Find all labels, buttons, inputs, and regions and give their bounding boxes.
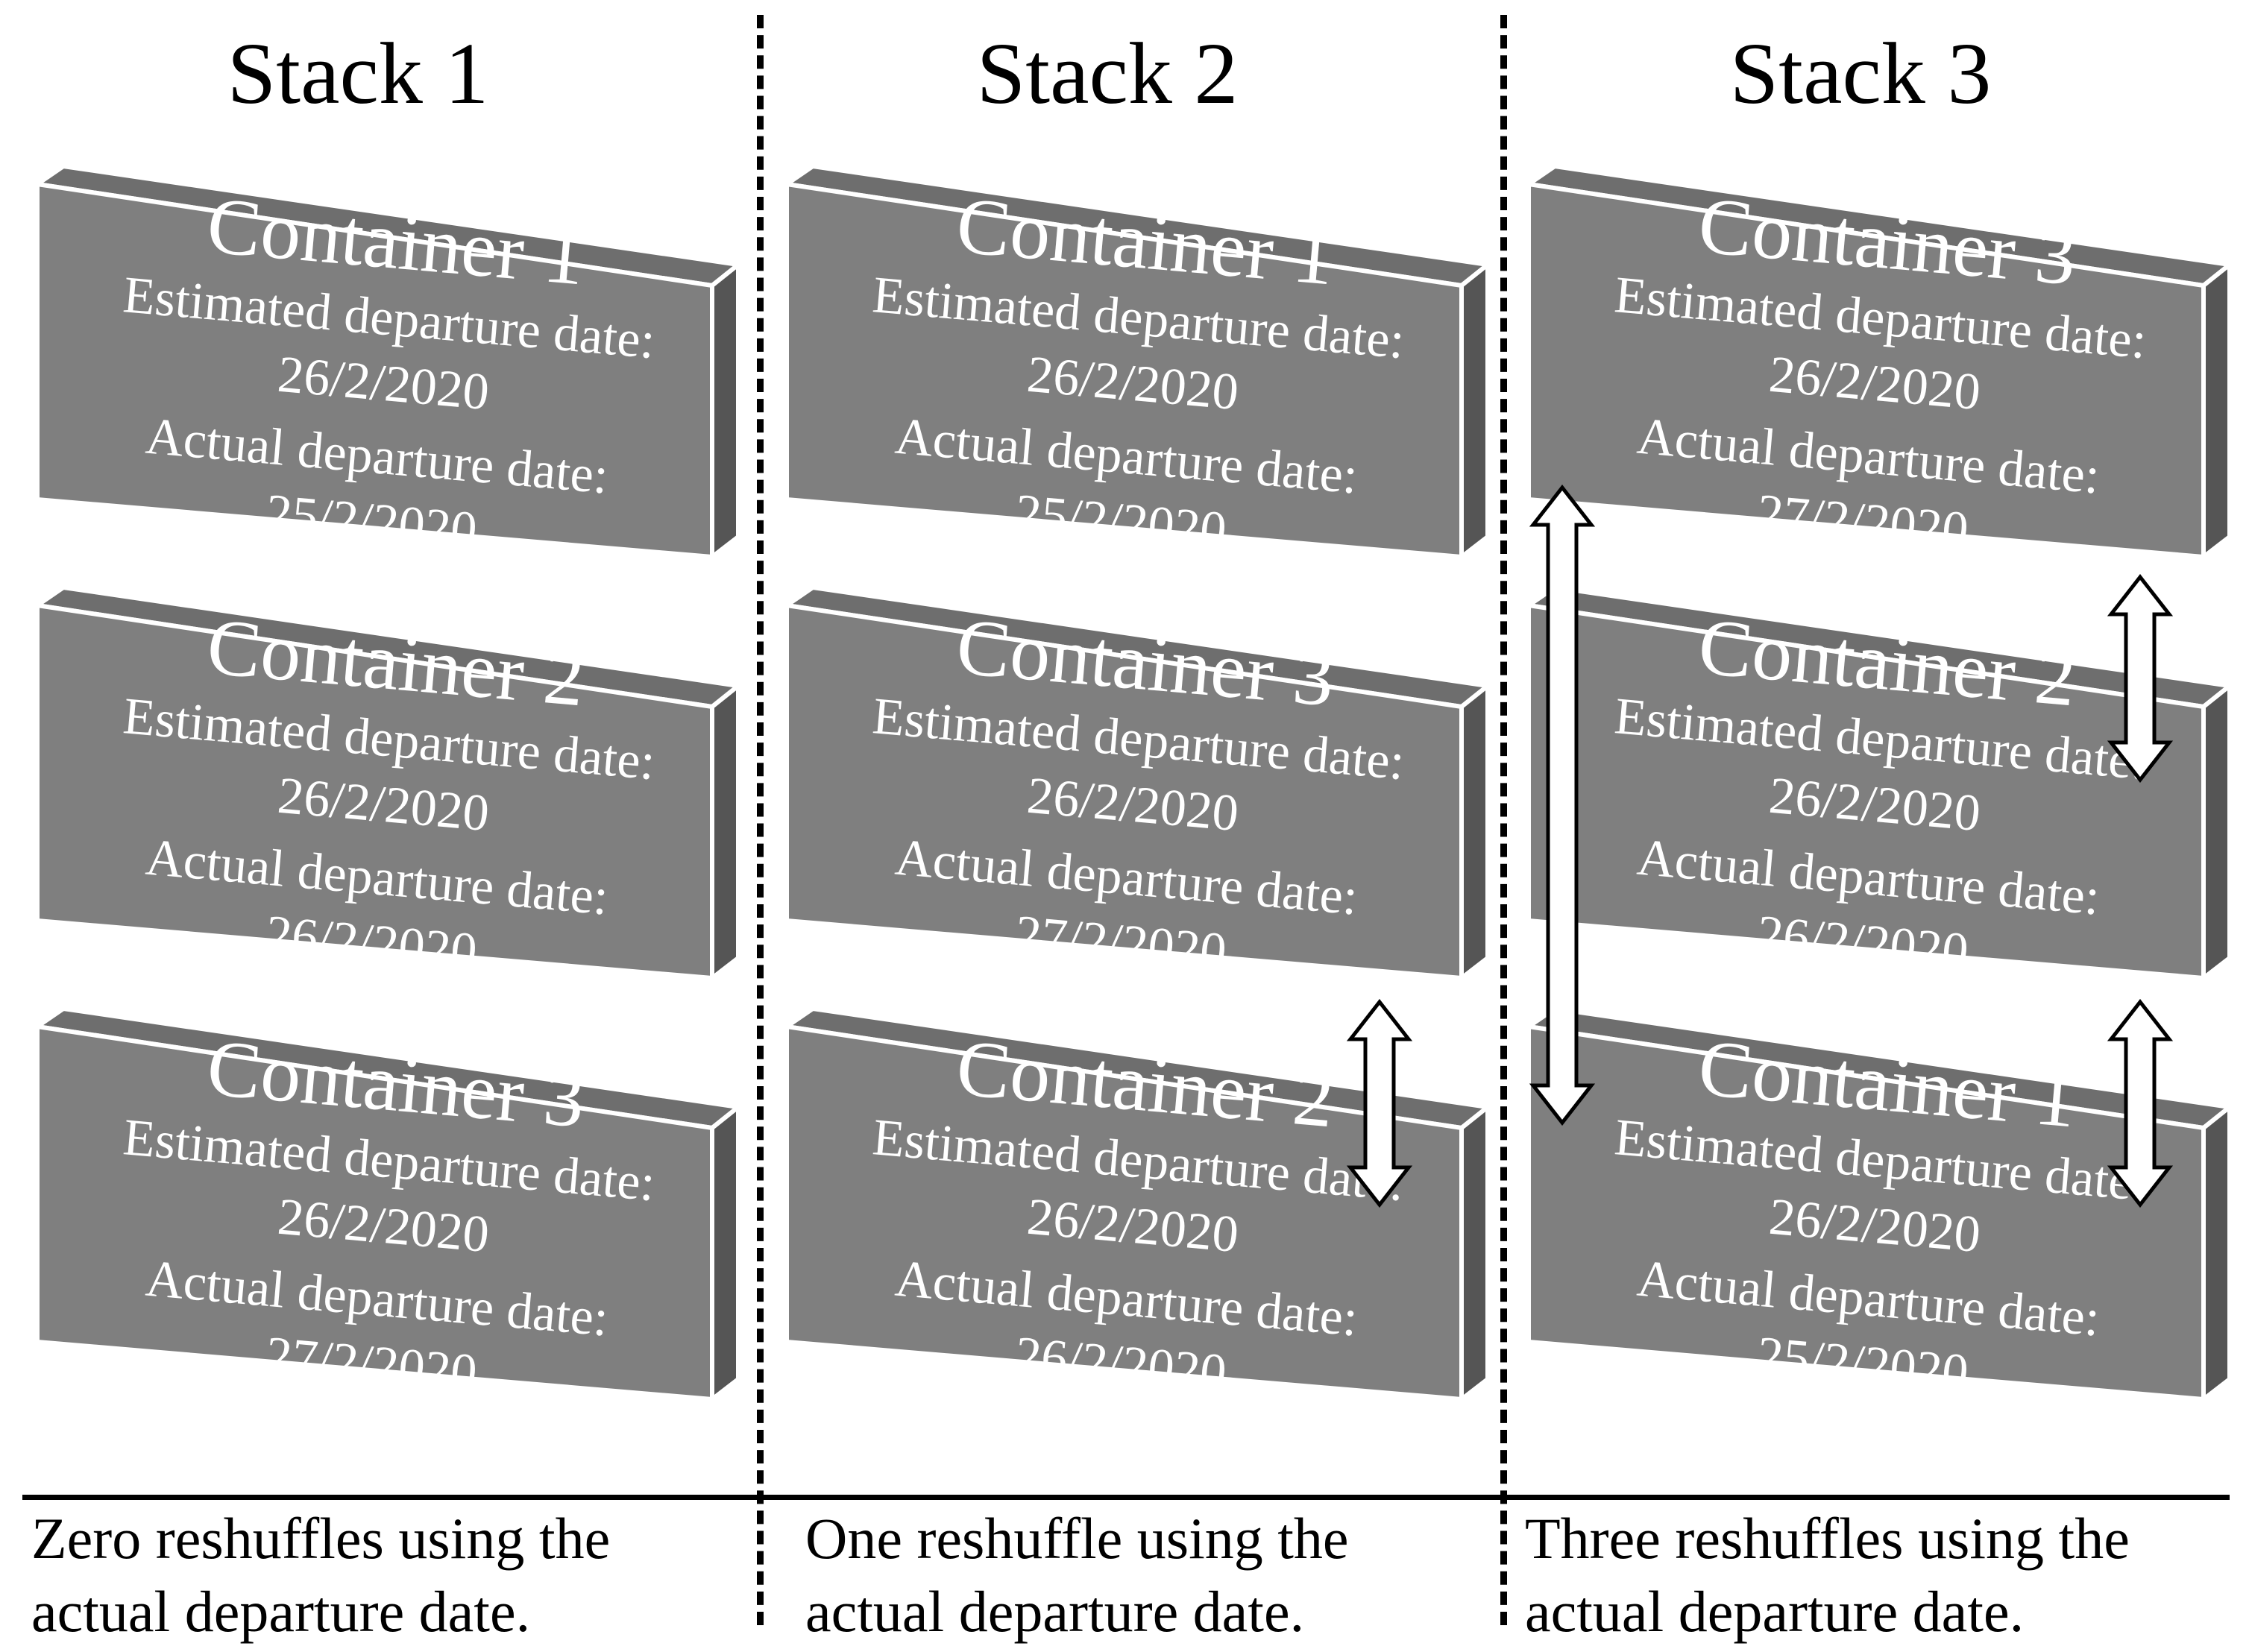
stack-3-title: Stack 3 xyxy=(1729,25,1992,122)
container-front-face xyxy=(784,1024,1464,1402)
container-front-face xyxy=(35,1024,714,1402)
container-front-face xyxy=(784,181,1464,560)
reshuffle-arrow-stack3-upper xyxy=(2107,574,2174,783)
stack-1-title: Stack 1 xyxy=(227,25,489,122)
stack-3-caption-line2: actual departure date. xyxy=(1525,1579,2025,1644)
stack-3-caption-line1: Three reshuffles using the xyxy=(1525,1506,2130,1571)
container-block-shape xyxy=(1525,584,2236,983)
stack-1-caption-line2: actual departure date. xyxy=(31,1579,531,1644)
stack-3-caption: Three reshuffles using the actual depart… xyxy=(1525,1502,2196,1648)
container-block-shape xyxy=(34,163,744,562)
baseline xyxy=(22,1495,2230,1500)
reshuffle-arrow-stack3-lower xyxy=(2107,999,2174,1208)
container-block-shape xyxy=(1525,163,2236,562)
container-block-shape xyxy=(783,584,1494,983)
container-front-face xyxy=(1526,181,2206,560)
container-front-face xyxy=(1526,1024,2206,1402)
container-front-face xyxy=(35,181,714,560)
container-front-face xyxy=(35,602,714,981)
container-front-face xyxy=(1526,602,2206,981)
container-front-face xyxy=(784,602,1464,981)
divider-2 xyxy=(1500,15,1507,1625)
container-block-shape xyxy=(34,584,744,983)
stack-1-caption-line1: Zero reshuffles using the xyxy=(31,1506,611,1571)
container-block-shape xyxy=(783,163,1494,562)
stack-2-caption-line2: actual departure date. xyxy=(805,1579,1305,1644)
stack-2-title: Stack 2 xyxy=(976,25,1239,122)
stack-2-caption: One reshuffle using the actual departure… xyxy=(805,1502,1476,1648)
container-block-shape xyxy=(783,1006,1494,1404)
container-block-shape xyxy=(34,1006,744,1404)
stack-1-caption: Zero reshuffles using the actual departu… xyxy=(31,1502,702,1648)
reshuffle-arrow-stack2 xyxy=(1346,999,1413,1208)
divider-1 xyxy=(757,15,764,1625)
stack-2-caption-line1: One reshuffle using the xyxy=(805,1506,1349,1571)
container-block-shape xyxy=(1525,1006,2236,1404)
reshuffle-arrow-stack3-long xyxy=(1529,485,1596,1126)
